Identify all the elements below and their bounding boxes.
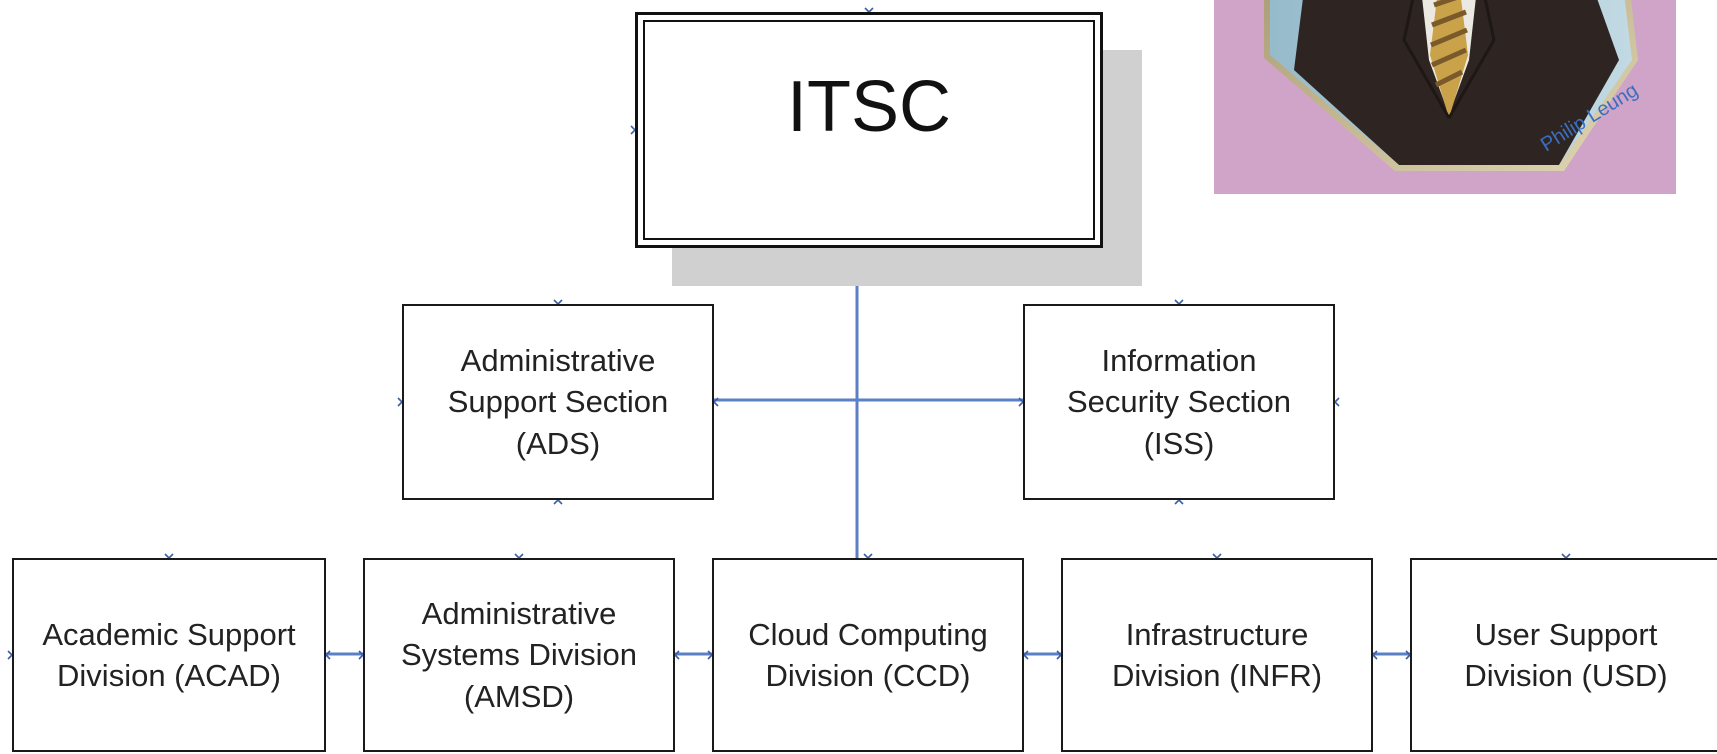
division-label-line: Systems Division [401,637,637,673]
division-label-line: Division (USD) [1464,658,1668,693]
section-label-line: Information [1101,343,1257,379]
division-box-acad[interactable]: Academic Support Division (ACAD) [12,558,326,752]
division-label-line: Academic Support [42,616,296,652]
division-label-line: Administrative [421,596,617,632]
itsc-box-inner: ITSC [643,20,1095,240]
division-box-infr[interactable]: Infrastructure Division (INFR) [1061,558,1373,752]
division-box-ccd[interactable]: Cloud Computing Division (CCD) [712,558,1024,752]
section-box-ads[interactable]: Administrative Support Section (ADS) [402,304,714,500]
itsc-box[interactable]: ITSC [635,12,1103,248]
section-label-line: (ADS) [515,425,601,461]
division-label-line: Division (CCD) [765,658,971,693]
section-label-line: (ISS) [1143,425,1215,461]
division-label-line: Division (INFR) [1111,658,1323,693]
section-box-iss[interactable]: Information Security Section (ISS) [1023,304,1335,500]
connector-lines [326,248,1410,656]
section-label-line: Security Section [1067,384,1291,420]
section-label-line: Administrative [460,343,656,379]
profile-photo: Philip Leung [1264,0,1642,171]
division-label-line: Division (ACAD) [57,658,281,693]
profile-photo-card: Philip Leung [1214,0,1676,194]
division-label-line: Cloud Computing [748,616,988,652]
division-label-line: (AMSD) [463,678,575,714]
itsc-title: ITSC [786,67,951,147]
division-label-line: Infrastructure [1125,616,1309,652]
division-box-amsd[interactable]: Administrative Systems Division (AMSD) [363,558,675,752]
division-box-usd[interactable]: User Support Division (USD) [1410,558,1717,752]
division-label-line: User Support [1474,616,1658,652]
section-label-line: Support Section [447,384,669,420]
